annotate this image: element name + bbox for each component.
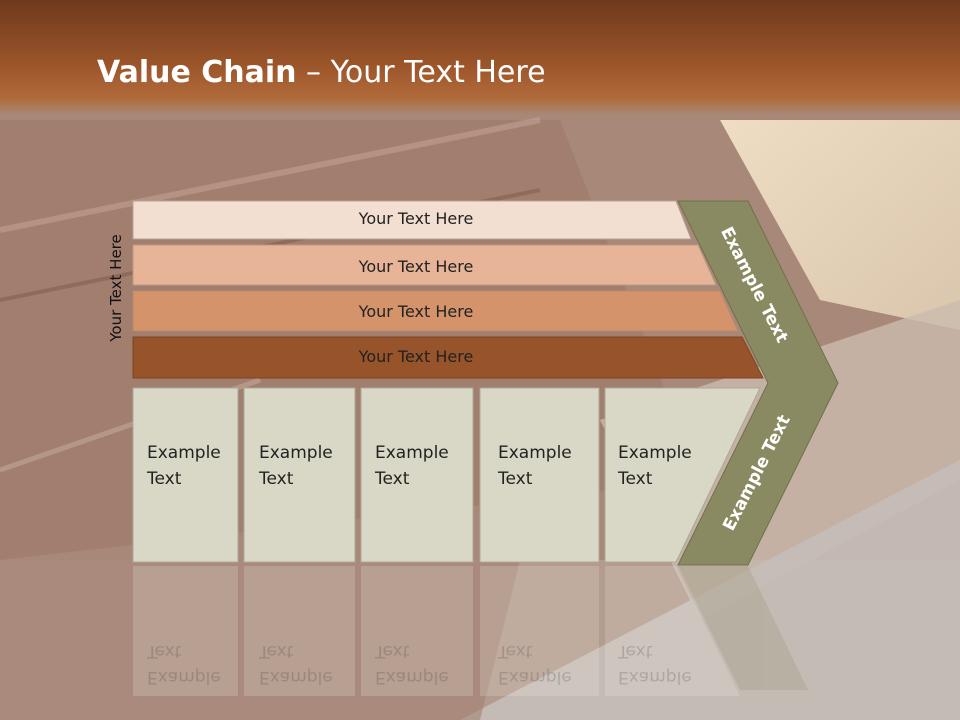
cell-3-line-2: Text xyxy=(375,469,410,489)
title-bar xyxy=(0,0,960,115)
cell-2-line-1: Example xyxy=(259,443,333,463)
cell-5 xyxy=(604,387,761,563)
bar-3 xyxy=(132,290,739,332)
cell-4-line-2: Text xyxy=(498,469,533,489)
side-label: Your Text Here xyxy=(107,234,125,342)
cell-2-line-2: Text xyxy=(259,469,294,489)
bar-4 xyxy=(132,336,764,379)
chevron-arrow xyxy=(677,200,839,566)
cell-3-line-1: Example xyxy=(375,443,449,463)
diagram-reflection xyxy=(133,566,808,696)
cell-4-line-1: Example xyxy=(498,443,572,463)
cell-3 xyxy=(360,387,474,563)
bar-1-label: Your Text Here xyxy=(358,209,474,228)
bar-1 xyxy=(132,200,692,240)
cell-5-line-2: Text xyxy=(618,469,653,489)
title-bold: Value Chain xyxy=(97,55,297,90)
cell-4 xyxy=(479,387,600,563)
slide-title: Value Chain – Your Text Here xyxy=(97,55,546,90)
bar-4-label: Your Text Here xyxy=(358,347,474,366)
cell-1-line-2: Text xyxy=(147,469,182,489)
bar-2 xyxy=(132,244,717,286)
bar-2-label: Your Text Here xyxy=(358,257,474,276)
cell-5-line-1: Example xyxy=(618,443,692,463)
bar-3-label: Your Text Here xyxy=(358,302,474,321)
cell-2 xyxy=(243,387,356,563)
title-rest: – Your Text Here xyxy=(296,55,546,90)
cell-1-line-1: Example xyxy=(147,443,221,463)
cell-1 xyxy=(132,387,239,563)
